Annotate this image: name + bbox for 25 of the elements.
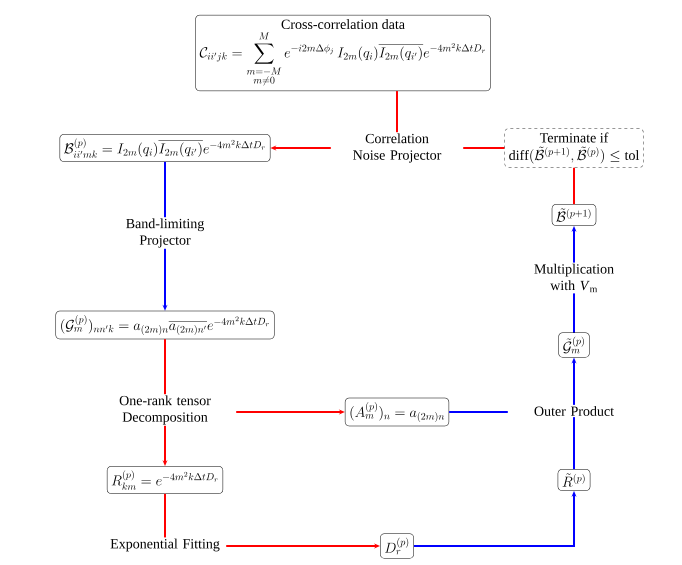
connector-line (449, 411, 508, 413)
formula-box: $(\mathcal{G}^{(p)}_m)_{nn'k} = a_{(2m)n}\overline{a_{(2m)n'}}e^{-4m^2k\Delta t D_r}$ (56, 310, 274, 340)
formula-box: $\tilde{R}^{(p)}$ (558, 469, 590, 491)
step-label: Correlation Noise Projector (353, 133, 442, 163)
connector-line (463, 147, 504, 149)
connector-line (164, 162, 166, 218)
connector-line (573, 417, 575, 470)
formula-box: $\tilde{\mathcal{G}}^{(p)}_m$ (558, 332, 590, 358)
step-label: Exponential Fitting (110, 538, 220, 552)
formula-box: $(A^{(p)}_m)_n = a_{(2m)n}$ (344, 398, 450, 426)
step-label: Multiplication with V$_{m}$ (534, 264, 614, 292)
connector-line (573, 168, 575, 204)
formula-box: $D^{(p)}_r$ (380, 533, 414, 559)
step-label: One-rank tensor Decomposition (120, 395, 211, 425)
formula-box: $\mathcal{B}^{(p)}_{ii'mk} = I_{2m}(q_i)\overline{I_{2m}(q_{i'})}e^{-4m^2k\Delta t D_r}$ (60, 134, 270, 162)
connector-line (573, 293, 575, 332)
connector-line (164, 339, 166, 394)
step-label: Band-limiting Projector (126, 218, 204, 248)
formula-box: $R^{(p)}_{km} = e^{-4m^2k\Delta t D_r}$ (106, 466, 224, 494)
formula-box: Cross-correlation data $\mathcal{C}_{ii'jk} = \sum\limits_{\substack{m=-M\\ m\neq 0}}^{M} e^{-i2m\Delta\phi_j}\, I_{2m}(q_i)\overline{I_{2m}(q_{i'})}e^{-4m^2k\Delta t D_r}$ (195, 14, 491, 92)
condition-box: Terminate if $\mathrm{diff}(\tilde{\mathcal{B}}^{(p+1)},\tilde{\mathcal{B}}^{(p)}) \leq \mathrm{tol}$ (504, 128, 644, 168)
formula-box: $\tilde{\mathcal{B}}^{(p+1)}$ (552, 204, 596, 226)
connector-line (396, 91, 398, 132)
connector-line (164, 494, 166, 538)
step-label: Outer Product (534, 406, 614, 416)
